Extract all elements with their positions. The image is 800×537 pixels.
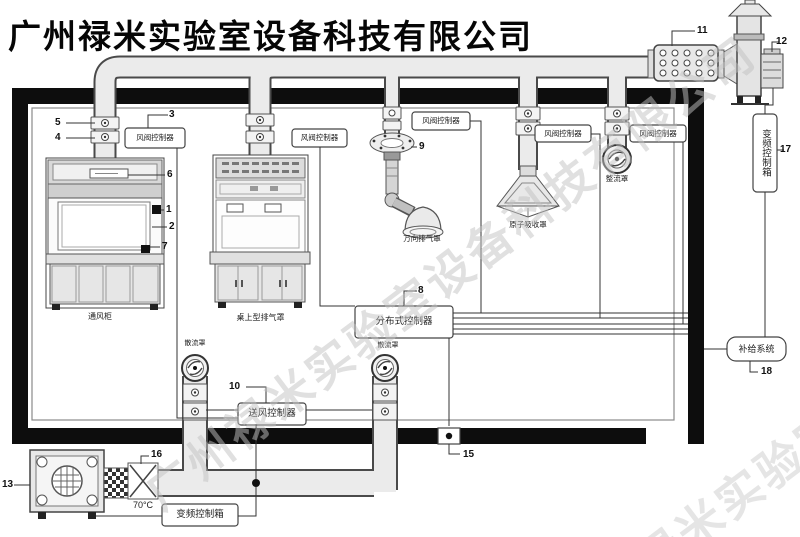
signal-lines xyxy=(14,30,784,517)
silencer xyxy=(647,44,725,82)
fume-hood-label: 通风柜 xyxy=(88,312,112,321)
universal-hood-label: 万向排气罩 xyxy=(403,234,441,243)
inner-wall-line xyxy=(31,107,675,421)
exhaust-ducts xyxy=(93,55,655,170)
valve-controller-1: 风阀控制器 xyxy=(136,133,174,142)
diffuser-left-label: 散流罩 xyxy=(184,340,206,347)
vfd-box-bottom: 变频控制箱 xyxy=(176,509,224,520)
diffuser-fan-left xyxy=(181,354,209,382)
vfd-box-right: 变频控制箱 xyxy=(760,129,771,177)
roof-fan-unit xyxy=(760,48,784,89)
callout-11: 11 xyxy=(697,25,708,36)
junction-dot xyxy=(252,479,260,487)
intake-filter xyxy=(103,467,129,499)
valve-controller-3: 风阀控制器 xyxy=(422,116,460,125)
damper-temp-label: 70°C xyxy=(132,500,154,510)
callout-18: 18 xyxy=(761,366,773,377)
makeup-system-box: 补给系统 xyxy=(738,344,775,354)
distributed-controller-box: 分布式控制器 xyxy=(375,316,433,327)
valve-controller-4: 风阀控制器 xyxy=(544,129,582,138)
pressure-sensor-dot xyxy=(445,432,453,440)
callout-5: 5 xyxy=(55,117,61,128)
callout-13: 13 xyxy=(2,479,14,490)
supply-controller-box: 送风控制器 xyxy=(248,408,296,419)
atomic-absorption-hood xyxy=(495,165,561,218)
callout-8: 8 xyxy=(418,285,424,296)
worktop xyxy=(45,253,165,265)
callout-6: 6 xyxy=(167,169,173,180)
exhaust-stack xyxy=(723,0,784,105)
callout-12: 12 xyxy=(776,36,788,47)
rectifier-hood-fan xyxy=(602,144,632,174)
callout-4: 4 xyxy=(55,132,61,143)
sash-sensor xyxy=(152,205,161,214)
diffuser-fan-right xyxy=(371,354,399,382)
benchtop-hood-label: 桌上型排气罩 xyxy=(236,313,285,322)
callout-15: 15 xyxy=(463,449,475,460)
universal-arm-hood xyxy=(369,132,444,239)
hood-sash-glass xyxy=(57,201,151,251)
callout-16: 16 xyxy=(151,449,163,460)
valve-controller-2: 风阀控制器 xyxy=(300,133,339,142)
cup-sink xyxy=(141,245,150,253)
benchtop-hood xyxy=(209,154,311,308)
fire-damper xyxy=(127,462,159,500)
fume-hood xyxy=(45,157,165,310)
callout-10: 10 xyxy=(229,381,241,392)
rectifier-hood-label: 整流罩 xyxy=(605,174,629,183)
callout-1: 1 xyxy=(166,204,172,215)
atomic-hood-label: 原子吸收罩 xyxy=(509,220,547,229)
callout-7: 7 xyxy=(162,241,168,252)
callout-9: 9 xyxy=(419,141,425,152)
callout-17: 17 xyxy=(780,144,792,155)
valve-controller-5: 风阀控制器 xyxy=(639,129,677,138)
duct-dampers xyxy=(90,106,630,421)
diffuser-right-label: 散流罩 xyxy=(377,342,399,349)
callout-2: 2 xyxy=(169,221,175,232)
intake-unit xyxy=(29,449,105,519)
callout-3: 3 xyxy=(169,109,175,120)
company-title: 广州禄米实验室设备科技有限公司 xyxy=(8,18,533,55)
